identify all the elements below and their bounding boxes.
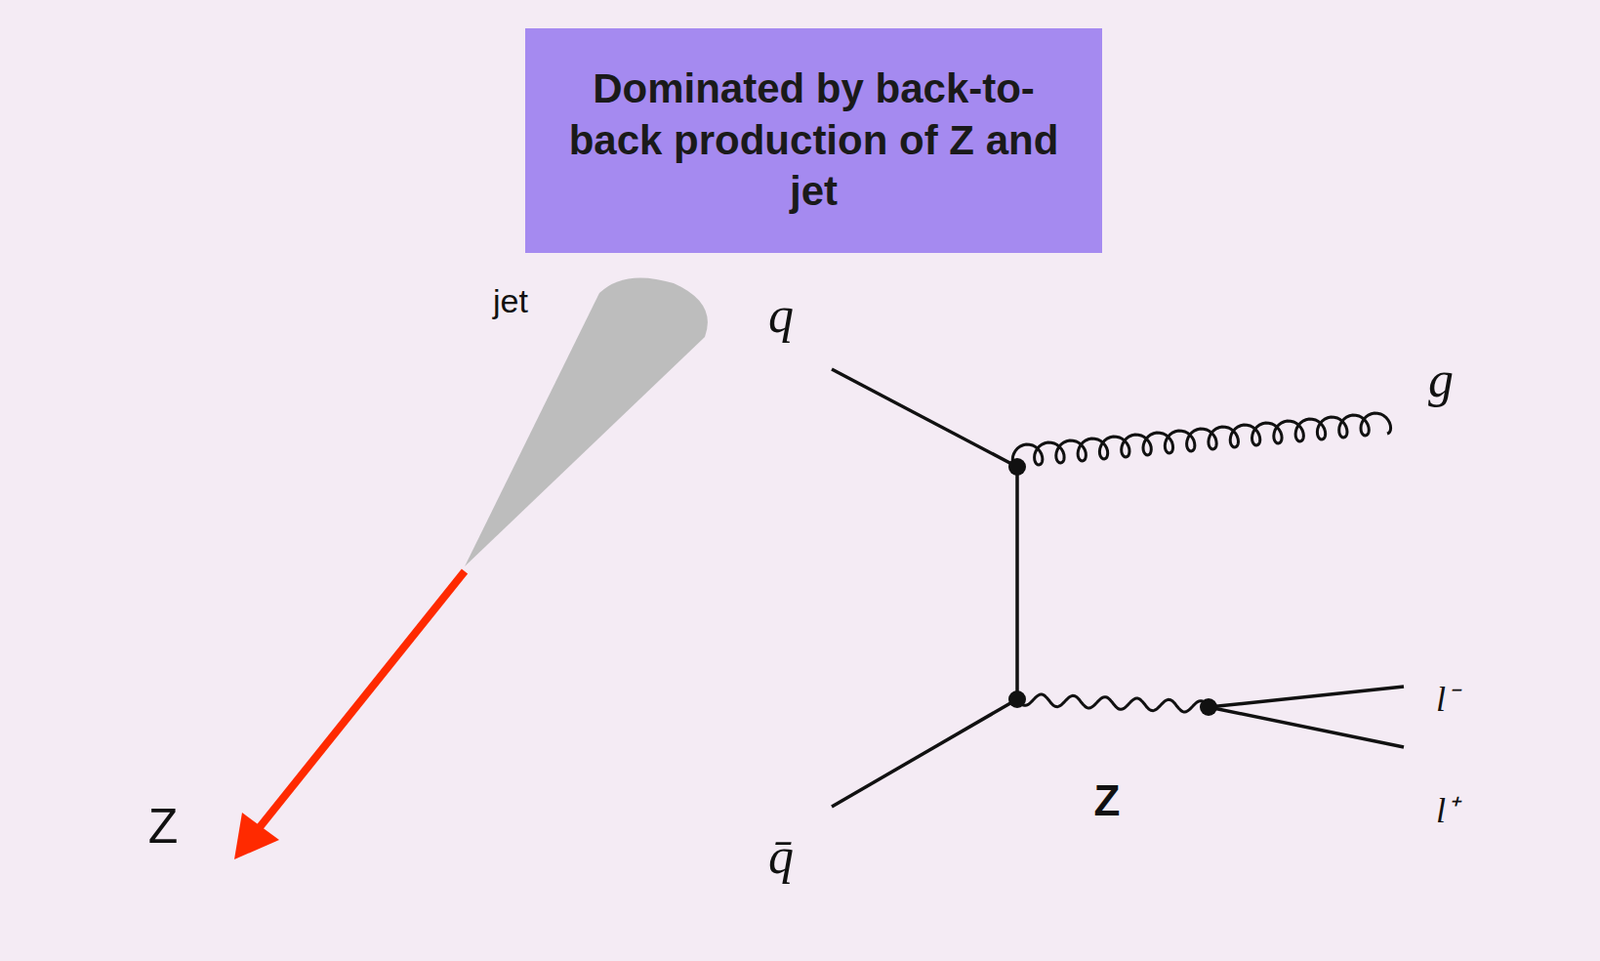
vertex-dot xyxy=(1199,697,1218,716)
lepton-line xyxy=(1208,686,1404,707)
antiquark-line xyxy=(831,698,1018,807)
vertex-dot xyxy=(1008,457,1026,476)
propagator-line xyxy=(1015,466,1020,699)
z-momentum-arrow xyxy=(255,571,465,832)
callout-box: Dominated by back-to-back production of … xyxy=(525,28,1103,253)
jet-label: jet xyxy=(492,282,529,321)
boson-label: Z xyxy=(148,797,179,855)
z-boson-wave xyxy=(1017,694,1209,712)
gluon-coil xyxy=(1012,412,1391,467)
arrow-head xyxy=(234,812,280,860)
lepton-label: l⁻ xyxy=(1435,673,1458,722)
callout-text: Dominated by back-to-back production of … xyxy=(564,63,1064,218)
lepton-line xyxy=(1208,706,1404,747)
particle-label: q xyxy=(768,286,794,344)
lepton-label: l⁺ xyxy=(1435,784,1458,833)
boson-label: Z xyxy=(1094,776,1121,825)
particle-label: q̄ xyxy=(768,826,794,885)
jet-cone xyxy=(464,277,708,567)
quark-line xyxy=(831,369,1018,467)
particle-label: g xyxy=(1428,350,1454,409)
vertex-dot xyxy=(1008,690,1026,708)
